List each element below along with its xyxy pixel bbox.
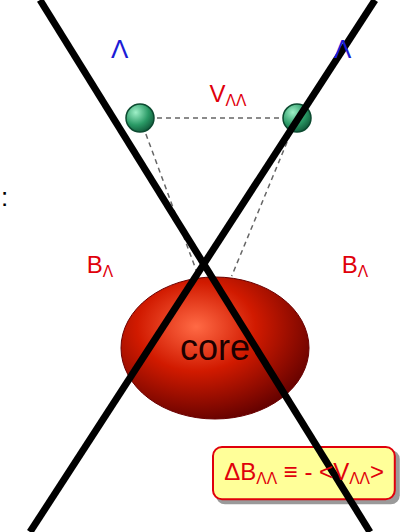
lambda-particle: Λ bbox=[125, 103, 155, 133]
edge-label-holder: VΛΛ bbox=[210, 80, 247, 110]
fragment-text: : bbox=[1, 182, 8, 213]
core-ellipse bbox=[121, 277, 309, 419]
potential-label: VΛΛ bbox=[210, 80, 247, 110]
cross-stroke bbox=[30, 0, 375, 532]
core-nucleus: core bbox=[120, 276, 310, 420]
core-label: core bbox=[180, 327, 250, 368]
circle-outline bbox=[125, 103, 155, 133]
interaction-line bbox=[146, 134, 198, 276]
particle-ball bbox=[126, 104, 154, 132]
cross-stroke bbox=[40, 0, 370, 532]
box-shadow bbox=[216, 450, 400, 504]
circle-outline bbox=[282, 103, 312, 133]
formula-text: ΔBΛΛ ≡ - <VΛΛ> bbox=[224, 458, 384, 488]
formula-box: ΔBΛΛ ≡ - <VΛΛ> bbox=[212, 446, 396, 500]
particle-label: Λ bbox=[111, 35, 128, 65]
edge-label-holder: BΛ bbox=[87, 251, 113, 281]
particle-ball bbox=[283, 104, 311, 132]
edge-label-holder: BΛ bbox=[342, 251, 368, 281]
box-fill bbox=[213, 447, 395, 499]
particle-label: Λ bbox=[334, 35, 351, 65]
interaction-line bbox=[232, 134, 291, 276]
potential-label: BΛ bbox=[342, 251, 368, 281]
lambda-particle: Λ bbox=[282, 103, 312, 133]
interaction-line bbox=[157, 117, 281, 119]
potential-label: BΛ bbox=[87, 251, 113, 281]
free-label-holder: : bbox=[1, 182, 8, 213]
